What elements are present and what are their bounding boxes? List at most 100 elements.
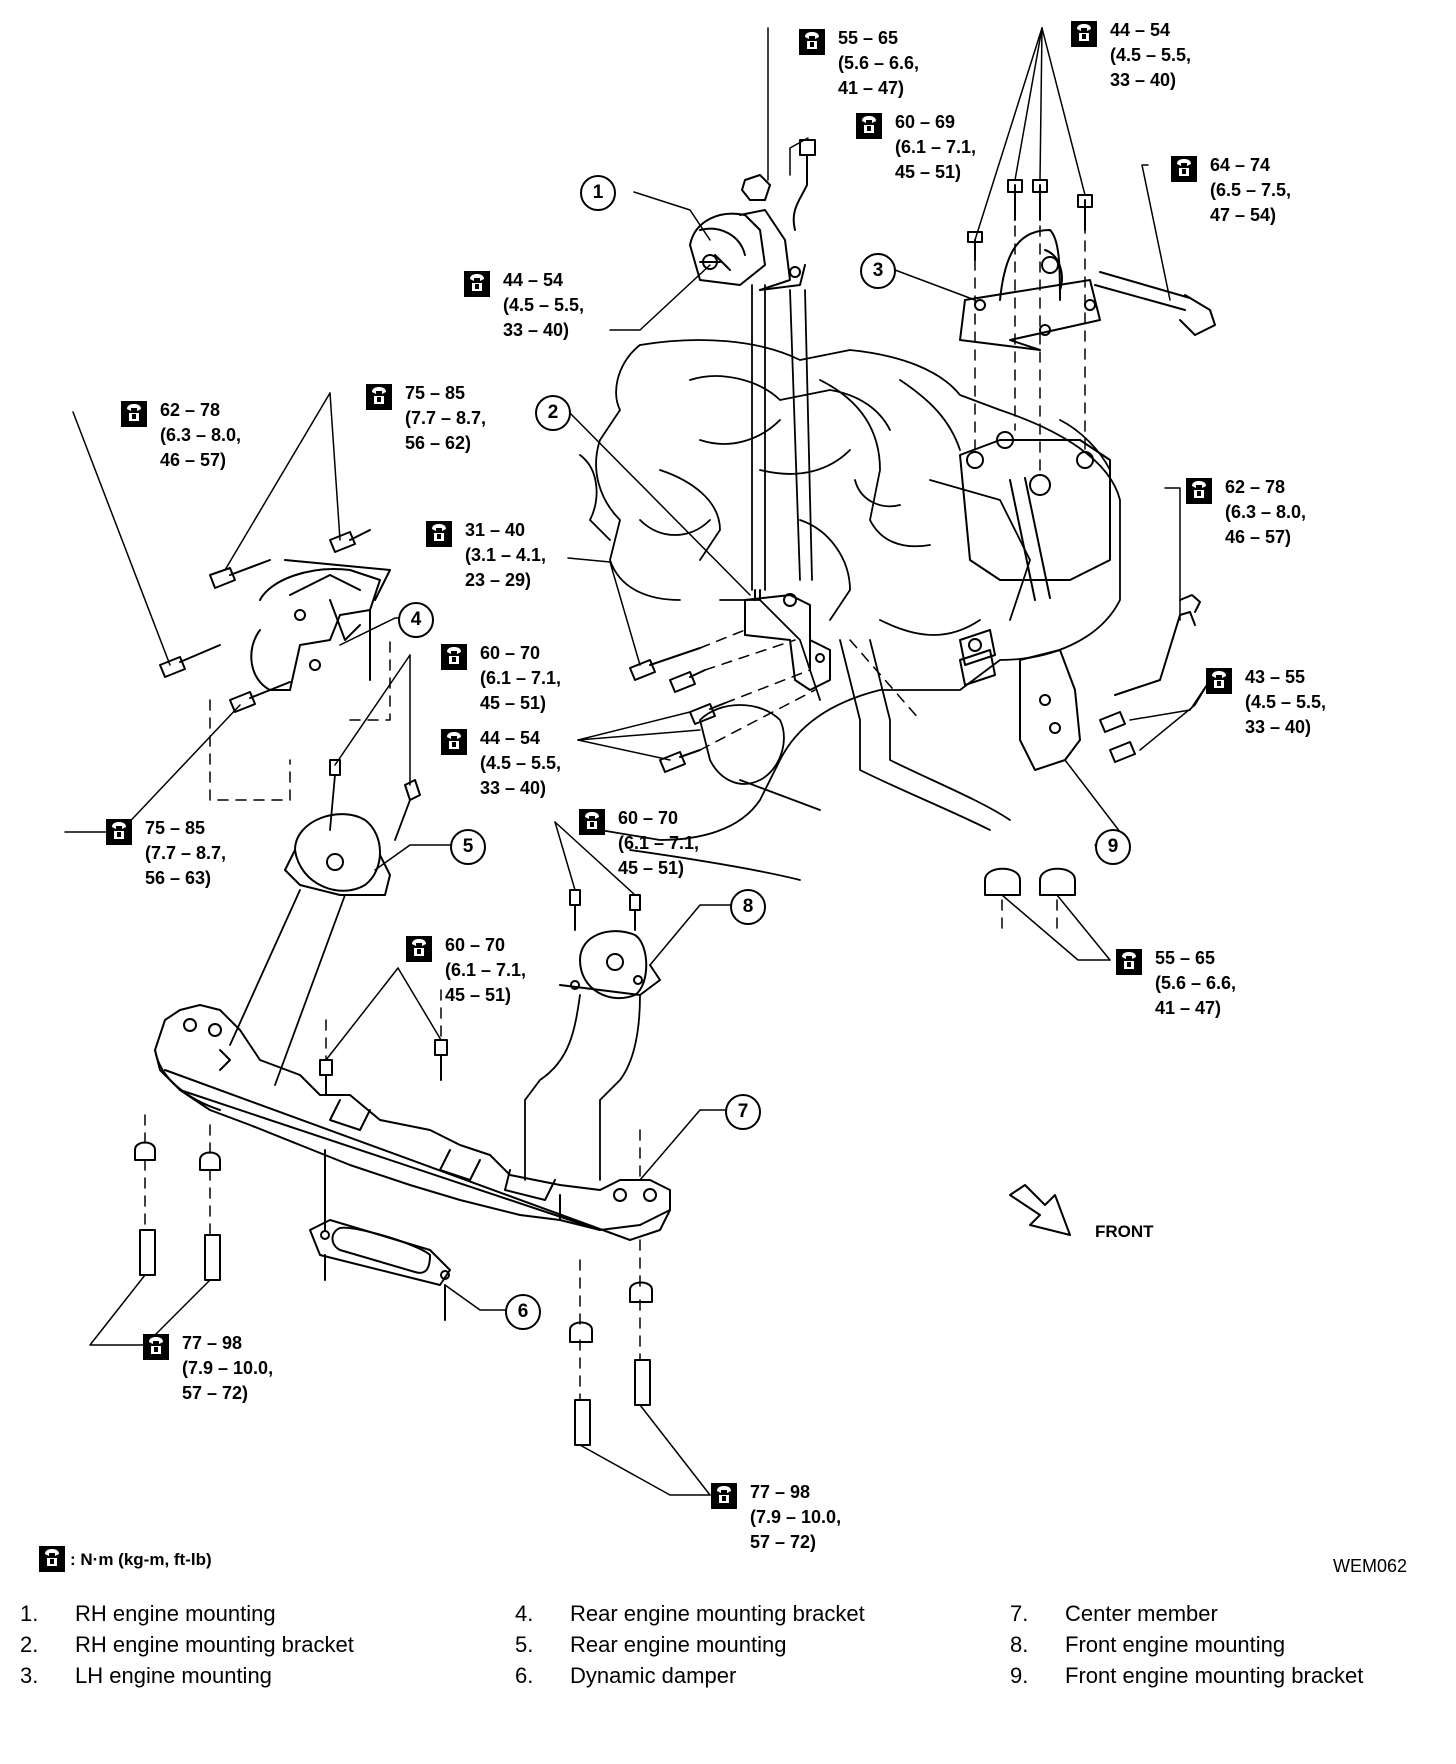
torque-spec-lh-bolt: 64 – 74 (6.5 – 7.5, 47 – 54) xyxy=(1210,155,1292,225)
torque-wrench-icon xyxy=(1185,477,1213,505)
callout-5: 5 xyxy=(450,829,486,865)
torque-spec-rh-mount: 44 – 54 (4.5 – 5.5, 33 – 40) xyxy=(503,270,585,340)
right-side-dashes xyxy=(849,639,1058,931)
rh-engine-mounting xyxy=(689,209,806,291)
legend-item: 5. Rear engine mounting xyxy=(515,1629,865,1660)
figure-code: WEM062 xyxy=(1333,1556,1408,1576)
center-member-dashes xyxy=(144,989,641,1401)
torque-wrench-icon xyxy=(798,28,826,56)
legend-number: 3. xyxy=(20,1663,39,1688)
torque-spec-right-bolt: 62 – 78 (6.3 – 8.0, 46 – 57) xyxy=(1225,477,1307,547)
rear-dash-lines xyxy=(209,639,391,801)
torque-wrench-icon xyxy=(1205,667,1233,695)
lh-bolts xyxy=(967,179,1093,261)
legend-label: Center member xyxy=(1065,1601,1218,1626)
callout-1: 1 xyxy=(580,175,616,211)
legend-label: RH engine mounting bracket xyxy=(75,1632,354,1657)
rh-vertical-lines xyxy=(751,284,813,591)
front-bracket-bolts xyxy=(1099,594,1201,763)
lh-mount-base xyxy=(959,431,1111,601)
torque-spec-top-center: 55 – 65 (5.6 – 6.6, 41 – 47) xyxy=(838,28,920,98)
torque-spec-rear-bracket: 60 – 70 (6.1 – 7.1, 45 – 51) xyxy=(480,643,562,713)
legend-label: Rear engine mounting xyxy=(570,1632,787,1657)
torque-spec-left-2: 75 – 85 (7.7 – 8.7, 56 – 62) xyxy=(405,383,487,453)
torque-wrench-icon xyxy=(440,643,468,671)
torque-spec-top-center-2: 60 – 69 (6.1 – 7.1, 45 – 51) xyxy=(895,112,977,182)
center-member-fasteners xyxy=(134,1039,653,1446)
torque-spec-top-right: 44 – 54 (4.5 – 5.5, 33 – 40) xyxy=(1110,20,1192,90)
front-engine-mounting xyxy=(559,889,661,1000)
torque-wrench-icon xyxy=(405,935,433,963)
leader-lines xyxy=(64,27,1211,1496)
legend-label: RH engine mounting xyxy=(75,1601,276,1626)
torque-spec-left-1: 62 – 78 (6.3 – 8.0, 46 – 57) xyxy=(160,400,242,470)
callout-9: 9 xyxy=(1095,829,1131,865)
rh-bracket-dashes xyxy=(699,629,816,751)
callout-2: 2 xyxy=(535,395,571,431)
torque-spec-member-right: 77 – 98 (7.9 – 10.0, 57 – 72) xyxy=(750,1482,842,1552)
callout-8: 8 xyxy=(730,889,766,925)
legend-number: 7. xyxy=(1010,1601,1029,1626)
torque-wrench-icon xyxy=(578,808,606,836)
legend-item: 2. RH engine mounting bracket xyxy=(20,1629,354,1660)
legend-column-3: 7. Center member 8. Front engine mounting … xyxy=(1010,1598,1363,1691)
legend-number: 5. xyxy=(515,1632,534,1657)
callout-7: 7 xyxy=(725,1094,761,1130)
legend-number: 9. xyxy=(1010,1663,1029,1688)
legend-label: Front engine mounting xyxy=(1065,1632,1286,1657)
legend-item: 7. Center member xyxy=(1010,1598,1363,1629)
torque-spec-center-2: 44 – 54 (4.5 – 5.5, 33 – 40) xyxy=(480,728,562,798)
torque-spec-right-nuts: 55 – 65 (5.6 – 6.6, 41 – 47) xyxy=(1155,948,1237,1018)
torque-spec-front-mount: 60 – 70 (6.1 – 7.1, 45 – 51) xyxy=(618,808,700,878)
unit-note: : N·m (kg-m, ft-lb) xyxy=(70,1550,212,1569)
legend-item: 1. RH engine mounting xyxy=(20,1598,354,1629)
lh-engine-mounting xyxy=(959,229,1216,351)
legend-number: 1. xyxy=(20,1601,39,1626)
torque-spec-left-3: 75 – 85 (7.7 – 8.7, 56 – 63) xyxy=(145,818,227,888)
front-arrow-icon xyxy=(1009,1184,1071,1236)
torque-spec-center-1: 31 – 40 (3.1 – 4.1, 23 – 29) xyxy=(465,520,547,590)
rh-bracket-bolts xyxy=(629,647,726,773)
legend-column-1: 1. RH engine mounting 2. RH engine mountin… xyxy=(20,1598,354,1691)
legend-item: 9. Front engine mounting bracket xyxy=(1010,1660,1363,1691)
torque-wrench-icon xyxy=(142,1333,170,1361)
torque-wrench-icon xyxy=(365,383,393,411)
legend-label: Dynamic damper xyxy=(570,1663,737,1688)
legend-number: 6. xyxy=(515,1663,534,1688)
lh-alignment-lines xyxy=(974,189,1086,476)
torque-wrench-icon xyxy=(1115,948,1143,976)
torque-wrench-icon xyxy=(105,818,133,846)
torque-spec-member-left: 77 – 98 (7.9 – 10.0, 57 – 72) xyxy=(182,1333,274,1403)
callout-3: 3 xyxy=(860,253,896,289)
torque-wrench-icon xyxy=(710,1482,738,1510)
front-engine-mounting-bracket xyxy=(959,629,1081,771)
legend-column-2: 4. Rear engine mounting bracket 5. Rear en… xyxy=(515,1598,865,1691)
dynamic-damper xyxy=(309,1149,451,1321)
legend-number: 8. xyxy=(1010,1632,1029,1657)
torque-wrench-icon xyxy=(38,1545,66,1573)
legend-item: 8. Front engine mounting xyxy=(1010,1629,1363,1660)
callout-6: 6 xyxy=(505,1294,541,1330)
legend-item: 3. LH engine mounting xyxy=(20,1660,354,1691)
callout-4: 4 xyxy=(398,602,434,638)
rh-top-fasteners xyxy=(741,139,816,231)
front-mount-lines xyxy=(524,639,1011,1181)
legend-label: LH engine mounting xyxy=(75,1663,272,1688)
right-side-nuts xyxy=(984,867,1076,896)
legend-item: 6. Dynamic damper xyxy=(515,1660,865,1691)
torque-wrench-icon xyxy=(120,400,148,428)
torque-wrench-icon xyxy=(855,112,883,140)
rear-mount-lines xyxy=(229,774,411,1086)
legend-label: Rear engine mounting bracket xyxy=(570,1601,865,1626)
torque-spec-center-3: 60 – 70 (6.1 – 7.1, 45 – 51) xyxy=(445,935,527,1005)
legend-number: 2. xyxy=(20,1632,39,1657)
rear-engine-mounting xyxy=(284,759,421,896)
center-member xyxy=(154,1004,671,1241)
torque-wrench-icon xyxy=(1170,155,1198,183)
torque-wrench-icon xyxy=(463,270,491,298)
rear-bracket-bolts xyxy=(159,529,371,713)
legend-label: Front engine mounting bracket xyxy=(1065,1663,1364,1688)
legend-number: 4. xyxy=(515,1601,534,1626)
torque-spec-front-bracket: 43 – 55 (4.5 – 5.5, 33 – 40) xyxy=(1245,667,1327,737)
